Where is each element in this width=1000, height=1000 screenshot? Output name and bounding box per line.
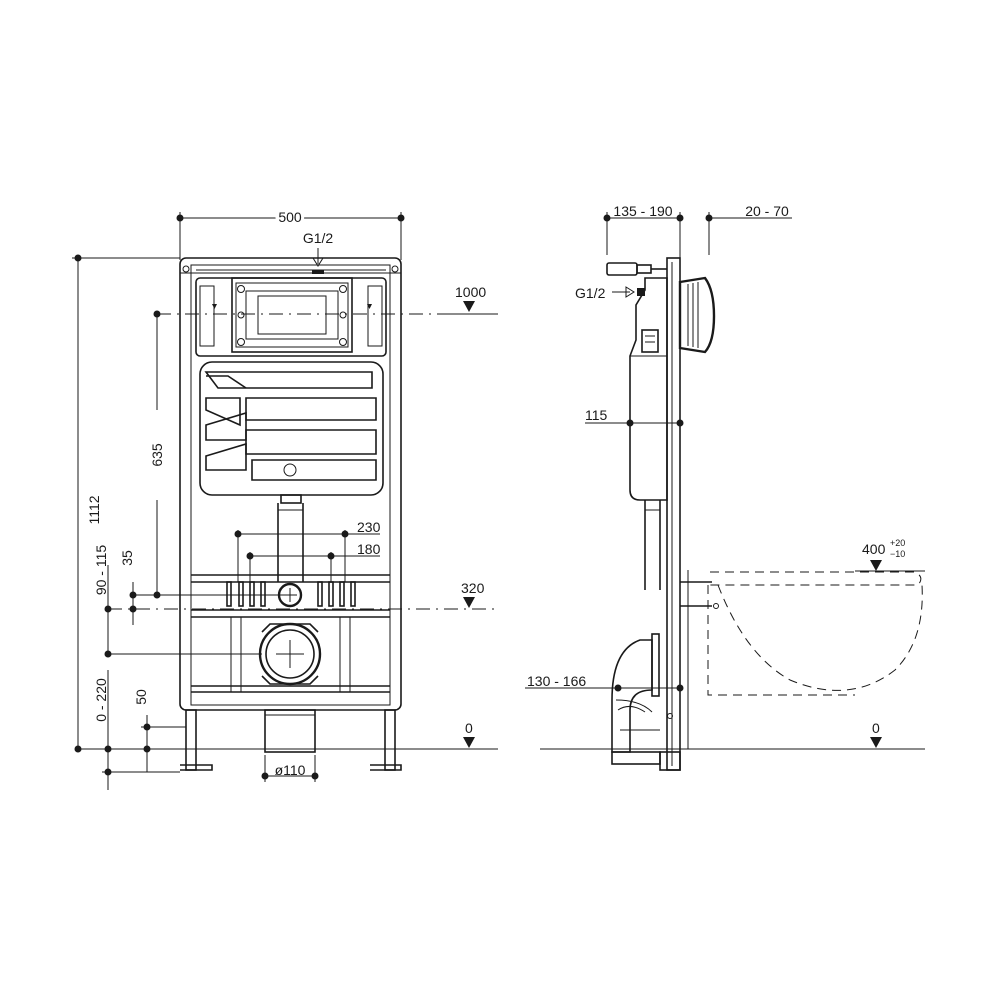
front-levels: 1000 320 0 — [78, 284, 498, 750]
height-dimensions: 1112 635 35 90 - 115 0 - 220 — [72, 254, 290, 790]
side-floor: 0 — [540, 720, 925, 750]
outlet-dimension: 130 - 166 — [525, 673, 684, 692]
bowl-tol-plus: +20 — [890, 538, 905, 548]
side-level-0-label: 0 — [872, 720, 880, 736]
height-label: 1112 — [86, 495, 102, 524]
side-drain — [611, 633, 661, 765]
front-inlet-label: G1/2 — [303, 230, 334, 246]
drain-dimension: ø110 — [261, 755, 319, 782]
level-320-label: 320 — [461, 580, 485, 596]
side-studs — [680, 581, 719, 609]
level-1000-label: 1000 — [455, 284, 486, 300]
width-label: 500 — [278, 209, 302, 225]
cover-label: 20 - 70 — [745, 203, 789, 219]
cistern-dimension: 115 — [585, 407, 684, 427]
side-cistern — [629, 277, 668, 590]
side-top-dimensions: 135 - 190 20 - 70 — [603, 203, 792, 258]
outlet-label: 130 - 166 — [527, 673, 586, 689]
button-height-label: 635 — [149, 443, 165, 467]
depth-label: 135 - 190 — [613, 203, 672, 219]
width-dimension: 500 — [176, 206, 405, 260]
stud-230-label: 230 — [357, 519, 381, 535]
offset-35-label: 35 — [119, 550, 135, 566]
cistern-body — [199, 361, 384, 582]
wc-bowl — [707, 571, 923, 696]
range-0-220-label: 0 - 220 — [93, 678, 109, 722]
front-inlet: G1/2 — [303, 230, 334, 274]
side-view: 135 - 190 20 - 70 G1/2 — [525, 203, 925, 771]
offset-50-label: 50 — [133, 689, 149, 705]
stud-bracket — [191, 574, 390, 693]
front-view: 500 G1/2 — [72, 206, 498, 790]
side-inlet: G1/2 — [575, 262, 667, 301]
drain-label: ø110 — [275, 762, 306, 778]
range-90-115-label: 90 - 115 — [93, 545, 109, 596]
bowl-height: 400 +20 −10 — [855, 538, 925, 572]
stud-spacing-dimensions: 230 180 — [234, 519, 381, 582]
drain-connector — [258, 622, 322, 753]
side-frame — [659, 257, 689, 771]
level-0-label: 0 — [465, 720, 473, 736]
flush-plate — [678, 276, 716, 354]
button-frame — [195, 277, 387, 357]
bowl-tol-minus: −10 — [890, 549, 905, 559]
bowl-height-label: 400 — [862, 541, 886, 557]
side-inlet-label: G1/2 — [575, 285, 606, 301]
stud-180-label: 180 — [357, 541, 381, 557]
cistern-label: 115 — [585, 407, 608, 423]
